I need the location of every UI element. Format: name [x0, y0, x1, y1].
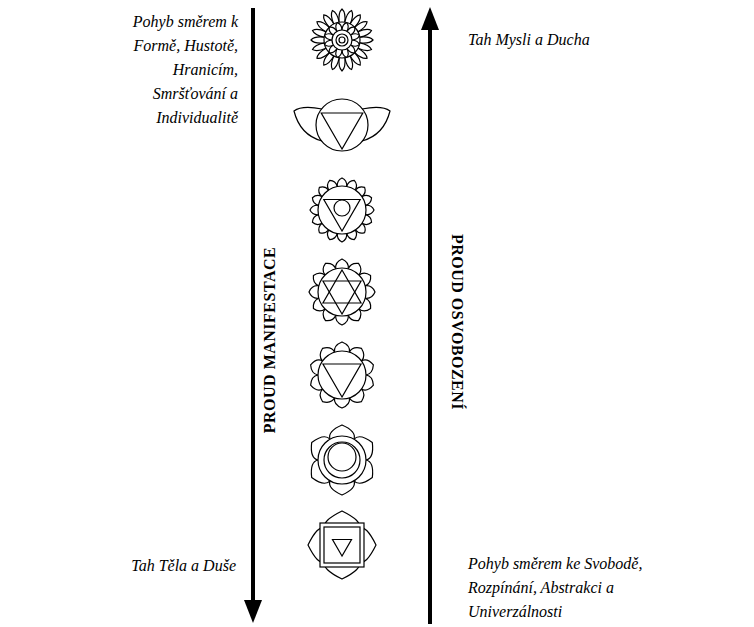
liberation-arrow-shaft [428, 28, 432, 624]
crown-ring [324, 22, 360, 58]
bottom-left-note: Tah Těla a Duše [131, 554, 236, 578]
manifestation-arrow-shaft [251, 8, 255, 602]
crown-core [336, 34, 348, 46]
crown-inner-petals [325, 23, 360, 58]
petal [309, 286, 319, 299]
petal [337, 234, 346, 242]
petal [365, 286, 375, 299]
root-square [320, 523, 364, 567]
heart-triangle-down [323, 281, 361, 314]
bottom-right-note: Pohyb směrem ke Svobodě, Rozpínání, Abst… [468, 552, 658, 624]
petal [360, 37, 373, 43]
top-right-note: Tah Mysli a Ducha [468, 28, 590, 52]
chakra-column [294, 9, 390, 579]
heart-petals [309, 259, 375, 325]
petal [311, 37, 324, 43]
petal [310, 205, 318, 214]
sacral-petals [311, 425, 372, 495]
solar-ring [318, 351, 366, 399]
solar-triangle [323, 364, 361, 397]
throat-ring [318, 186, 366, 234]
heart-triangle-up [323, 270, 361, 303]
petal [366, 205, 374, 214]
root-triangle [332, 540, 351, 557]
petal [336, 259, 349, 269]
throat-triangle [324, 200, 360, 232]
root-petals [308, 511, 376, 579]
liberation-arrow-head [421, 7, 439, 30]
throat-petals [310, 178, 374, 242]
solar-petals [311, 342, 374, 408]
sacral-crescent [328, 443, 356, 471]
root-inner-square [324, 527, 360, 563]
petal [339, 58, 345, 71]
heart-ring [318, 268, 366, 316]
sacral-ring [318, 436, 366, 484]
crown-outer-petals [311, 9, 373, 71]
crown-inner-ring [332, 30, 352, 50]
sacral-inner-ring [324, 442, 360, 478]
liberation-stream-label: PROUD OSVOBOZENÍ [448, 234, 466, 410]
flow-arrows [244, 7, 439, 624]
ajna-ring [316, 99, 368, 151]
ajna-triangle [321, 113, 363, 149]
petal [339, 9, 345, 22]
crown-dot [339, 37, 345, 43]
manifestation-stream-label: PROUD MANIFESTACE [261, 247, 279, 433]
throat-inner-circle [334, 200, 350, 216]
top-left-note: Pohyb směrem k Formě, Hustotě, Hranicím,… [106, 10, 238, 130]
petal [336, 315, 349, 325]
manifestation-arrow-head [244, 600, 262, 623]
petal [337, 178, 346, 186]
